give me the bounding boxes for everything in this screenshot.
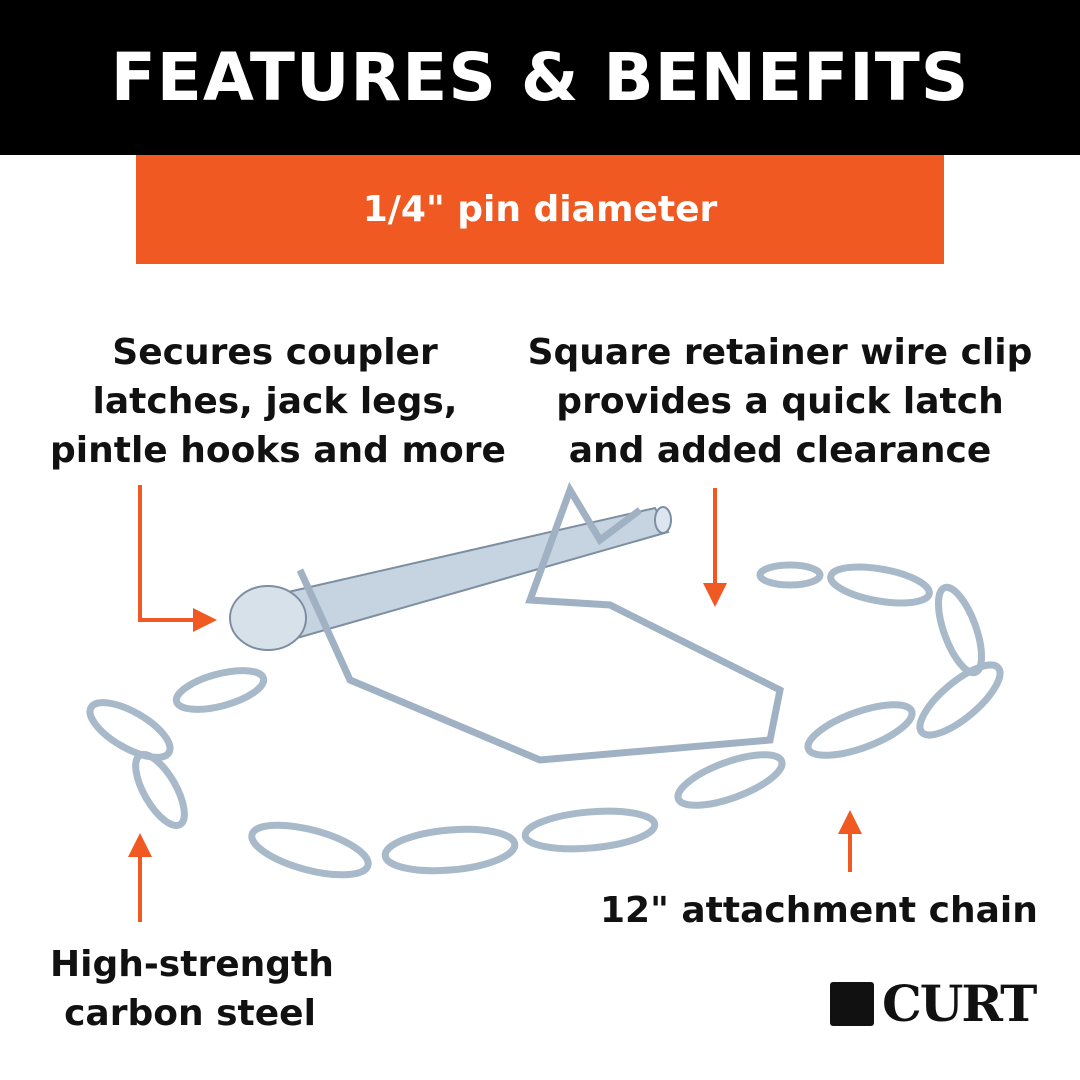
header-banner: FEATURES & BENEFITS — [0, 0, 1080, 155]
logo-wordmark: CURT — [882, 974, 1037, 1033]
callout-line: and added clearance — [568, 430, 992, 471]
callout-line: Secures coupler — [112, 332, 438, 373]
pin — [229, 506, 672, 651]
callout-uses: Secures coupler latches, jack legs, pint… — [50, 328, 506, 475]
retainer-clip — [296, 481, 784, 764]
attachment-chain — [86, 561, 1004, 879]
pin-diameter-band: 1/4" pin diameter — [136, 155, 944, 264]
curt-logo: CURT — [830, 974, 1037, 1033]
curt-emblem-icon — [830, 982, 874, 1026]
callout-steel: High-strength carbon steel — [50, 940, 334, 1038]
arrow-uses — [138, 485, 217, 632]
callout-clip: Square retainer wire clip provides a qui… — [525, 328, 1035, 475]
pin-diameter-text: 1/4" pin diameter — [362, 189, 718, 230]
callout-line: provides a quick latch — [556, 381, 1004, 422]
callout-line: pintle hooks and more — [50, 430, 506, 471]
callout-line: 12" attachment chain — [600, 890, 1038, 931]
callout-line: High-strength — [50, 944, 334, 985]
callout-line: latches, jack legs, — [92, 381, 458, 422]
callout-line: Square retainer wire clip — [527, 332, 1033, 373]
page-title: FEATURES & BENEFITS — [110, 39, 970, 116]
callout-line: carbon steel — [64, 993, 316, 1034]
callout-chain: 12" attachment chain — [600, 886, 1038, 935]
